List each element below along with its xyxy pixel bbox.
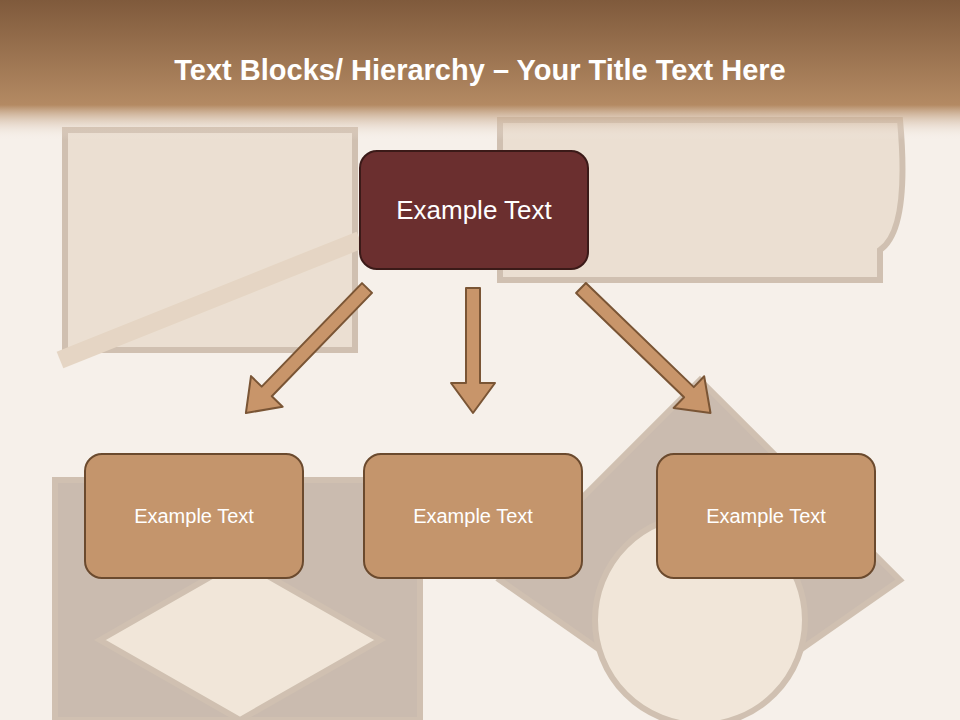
root-box: Example Text bbox=[359, 150, 589, 270]
child-box: Example Text bbox=[84, 453, 304, 579]
box-text: Example Text bbox=[396, 195, 552, 226]
block-arrow bbox=[246, 283, 372, 413]
child-box: Example Text bbox=[363, 453, 583, 579]
box-text: Example Text bbox=[706, 505, 826, 528]
block-arrow bbox=[576, 283, 710, 413]
child-box: Example Text bbox=[656, 453, 876, 579]
slide-title: Text Blocks/ Hierarchy – Your Title Text… bbox=[0, 54, 960, 87]
block-arrow bbox=[451, 288, 495, 413]
box-text: Example Text bbox=[134, 505, 254, 528]
box-text: Example Text bbox=[413, 505, 533, 528]
